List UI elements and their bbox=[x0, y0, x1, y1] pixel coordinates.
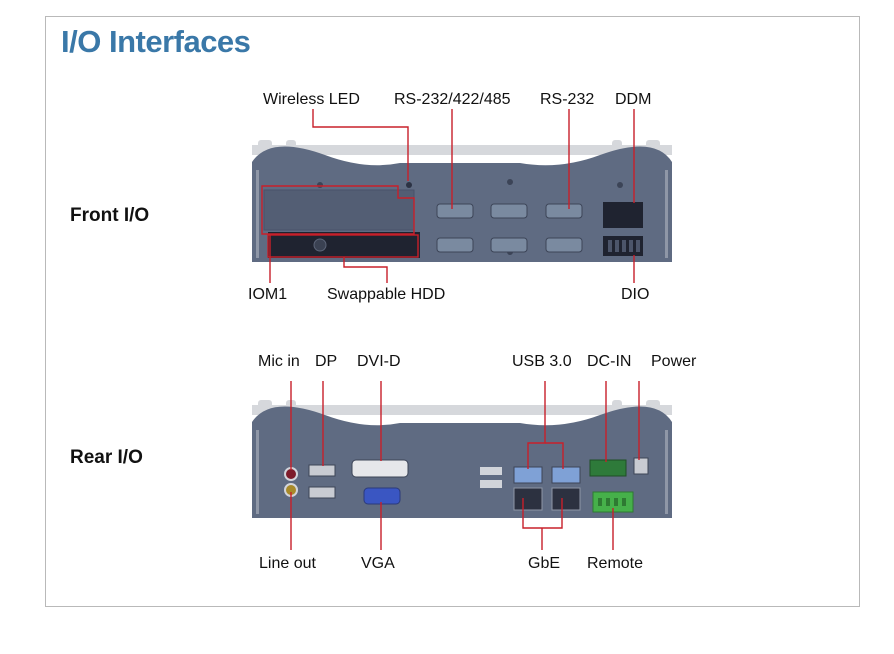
label-remote: Remote bbox=[587, 555, 644, 572]
rear-callouts bbox=[290, 381, 640, 550]
front-io-heading: Front I/O bbox=[70, 205, 150, 226]
label-gbe: GbE bbox=[528, 555, 561, 572]
front-callouts bbox=[261, 109, 635, 283]
front-panel bbox=[252, 140, 672, 262]
label-mic-in: Mic in bbox=[258, 353, 300, 370]
label-line-out: Line out bbox=[259, 555, 316, 572]
wireless-led-icon bbox=[406, 182, 412, 188]
page-title: I/O Interfaces bbox=[61, 24, 251, 59]
label-dio: DIO bbox=[621, 286, 650, 303]
label-wireless-led: Wireless LED bbox=[263, 91, 360, 108]
label-usb30: USB 3.0 bbox=[512, 353, 572, 370]
rear-panel bbox=[252, 400, 672, 518]
label-dvi-d: DVI-D bbox=[357, 353, 401, 370]
label-rs232: RS-232 bbox=[540, 91, 595, 108]
rear-io-heading: Rear I/O bbox=[70, 447, 143, 468]
label-ddm: DDM bbox=[615, 91, 652, 108]
label-swappable-hdd: Swappable HDD bbox=[327, 286, 446, 303]
label-rs232-422-485: RS-232/422/485 bbox=[394, 91, 511, 108]
label-power: Power bbox=[651, 353, 697, 370]
label-dc-in: DC-IN bbox=[587, 353, 632, 370]
label-vga: VGA bbox=[361, 555, 395, 572]
label-iom1: IOM1 bbox=[248, 286, 288, 303]
label-dp: DP bbox=[315, 353, 338, 370]
